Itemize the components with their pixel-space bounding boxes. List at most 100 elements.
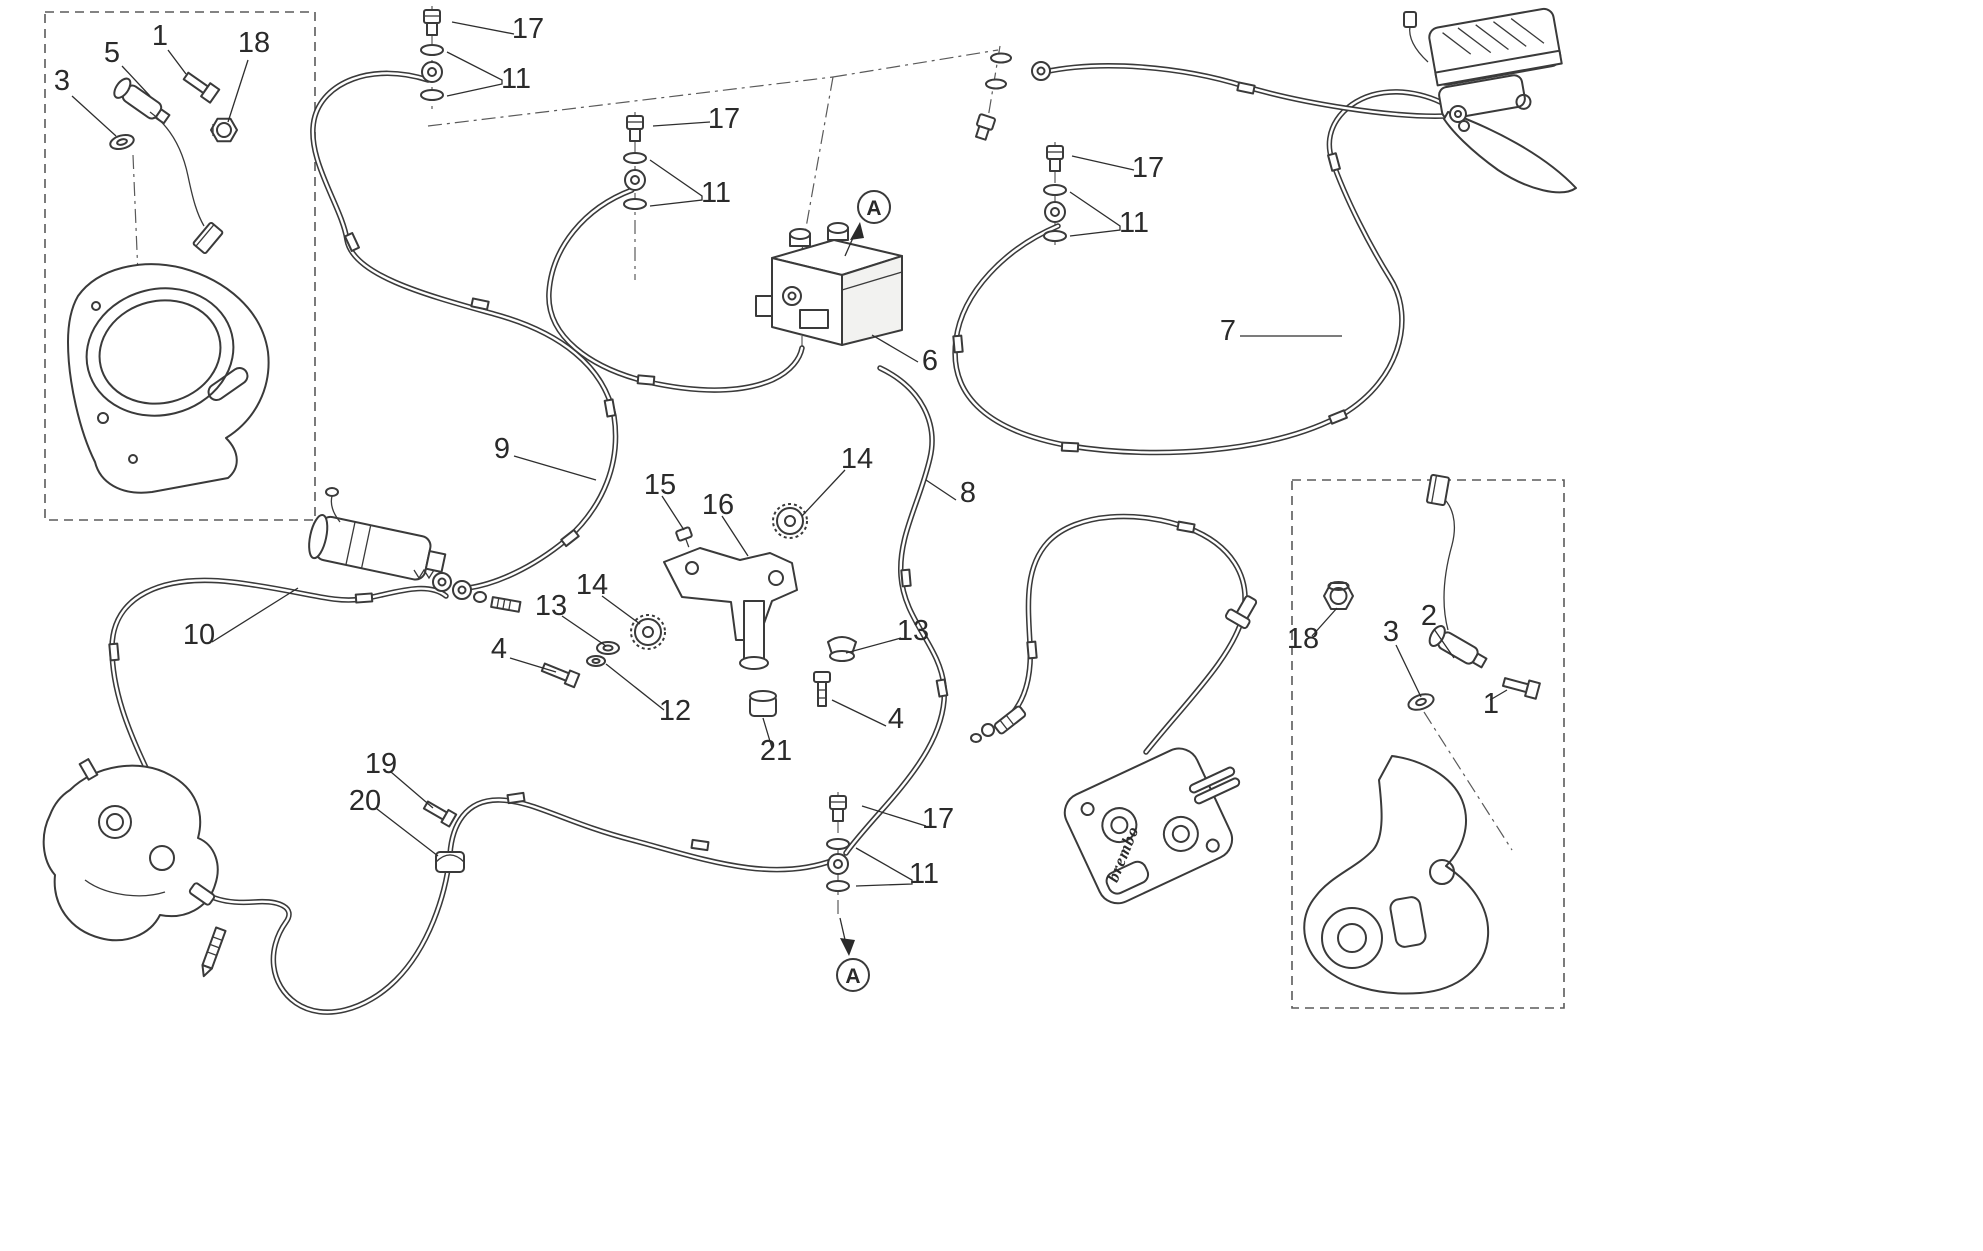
sensor-nut-18 — [210, 117, 238, 143]
front-fork-assembly — [1303, 473, 1541, 995]
banjo-stack-mid-left — [623, 115, 647, 210]
callout-17-b: 17 — [708, 103, 740, 135]
callout-13-a: 13 — [535, 590, 567, 622]
hose-10-outer — [109, 577, 449, 775]
hose-abs-in-inner — [547, 188, 804, 392]
washer-11-a2 — [420, 89, 444, 101]
hose-abs-in-outer — [546, 187, 805, 393]
hose-rear-delivery-inner — [210, 798, 836, 1014]
rear-master-banjo-eye — [452, 580, 472, 600]
callout-11-d: 11 — [909, 858, 939, 890]
callout-4-a: 4 — [491, 633, 507, 665]
banjo-stack-top-left — [420, 9, 444, 101]
rear-master-fitting — [490, 596, 522, 613]
view-marker-a-bottom: A — [845, 965, 860, 988]
banjo-eye-a — [421, 61, 443, 83]
banjo-bolt-17-a — [423, 9, 441, 36]
front-fork-inset-box — [1291, 479, 1565, 1009]
arrow-down-icon — [840, 938, 855, 956]
callout-3-b: 3 — [1383, 616, 1399, 648]
hose-8-outer — [843, 365, 948, 856]
grommet-14-upper — [772, 503, 808, 539]
hose-7-outer — [952, 89, 1459, 456]
banjo-bolt-master — [974, 113, 996, 141]
damper-21 — [749, 690, 777, 717]
view-marker-a-top: A — [866, 197, 881, 220]
hose-9-inner — [311, 72, 617, 590]
hose-9-outer — [310, 70, 619, 591]
callout-10: 10 — [183, 619, 215, 651]
callout-3-a: 3 — [54, 65, 70, 97]
abs-bracket-group — [540, 503, 857, 717]
banjo-eye-c — [1044, 201, 1066, 223]
caliper-bleed-screw — [201, 926, 227, 978]
leader-lines — [71, 21, 1508, 887]
washer-11-d2 — [826, 880, 850, 892]
bolt-4-left — [540, 662, 581, 689]
banjo-bolt-17-d — [829, 795, 847, 822]
callout-4-b: 4 — [888, 703, 904, 735]
sensor-spacer-3 — [109, 133, 135, 151]
washer-11-a1 — [420, 44, 444, 56]
callout-6: 6 — [922, 345, 938, 377]
callout-18-a: 18 — [238, 27, 270, 59]
arrow-up-icon — [850, 222, 864, 240]
banjo-eye-master — [1031, 61, 1051, 81]
callout-21: 21 — [760, 735, 792, 767]
sensor-mount-plate — [67, 263, 270, 494]
switch-connector — [1403, 11, 1417, 28]
mount-13-right — [827, 636, 857, 662]
brake-pads — [1188, 766, 1241, 805]
rear-master-cylinder — [308, 487, 522, 613]
banjo-stack-master — [974, 52, 1051, 141]
view-marker-bottom: A — [836, 917, 870, 992]
grommet-14-lower — [630, 614, 666, 650]
callout-12: 12 — [659, 695, 691, 727]
front-hose-fitting — [993, 705, 1027, 735]
callout-14-b: 14 — [576, 569, 608, 601]
front-sensor-cable — [1441, 496, 1456, 631]
hose-10-inner — [110, 579, 448, 774]
callout-1-b: 1 — [1483, 688, 1499, 720]
rear-sensor-inset-box — [44, 11, 316, 521]
hose-front-caliper-outer — [1009, 513, 1248, 755]
banjo-eye-d — [827, 853, 849, 875]
abs-bracket-16 — [663, 547, 798, 641]
hose-front-caliper-inner — [1010, 515, 1247, 754]
callout-13-b: 13 — [897, 615, 929, 647]
hose-8-inner — [844, 366, 946, 855]
rear-speed-sensor-assembly — [67, 71, 270, 494]
front-master-cylinder — [1403, 7, 1577, 194]
rear-speed-sensor — [113, 77, 171, 125]
rear-brake-caliper — [42, 758, 227, 978]
front-sensor-connector — [1426, 473, 1450, 507]
banjo-stack-right — [1043, 145, 1067, 242]
abs-connector — [755, 295, 773, 317]
clip-15 — [675, 526, 693, 548]
callout-19: 19 — [365, 748, 397, 780]
hose-elbow — [1224, 595, 1258, 630]
washer-master-2 — [985, 78, 1007, 90]
callout-18-b: 18 — [1287, 623, 1319, 655]
washer-11-c1 — [1043, 184, 1067, 196]
hose-clamp-group — [422, 800, 465, 873]
callout-8: 8 — [960, 477, 976, 509]
abs-modulator — [755, 222, 903, 346]
front-sensor-spacer-3 — [1407, 693, 1435, 711]
washer-11-c2 — [1043, 230, 1067, 242]
bleed-nipple — [78, 758, 99, 781]
callout-1-a: 1 — [152, 20, 168, 52]
front-sensor-bolt-1 — [1501, 677, 1541, 700]
bracket-pedestal — [743, 600, 765, 662]
view-marker-top: A — [844, 190, 891, 257]
washer-master-1 — [990, 52, 1012, 64]
banjo-stack-bottom — [826, 795, 850, 892]
front-speed-sensor-2 — [1428, 625, 1488, 669]
abs-side-face — [841, 255, 903, 346]
clamp-screw-19 — [422, 800, 458, 828]
construction-lines — [132, 6, 1513, 918]
hose-7-inner — [953, 90, 1458, 454]
callout-16: 16 — [702, 489, 734, 521]
